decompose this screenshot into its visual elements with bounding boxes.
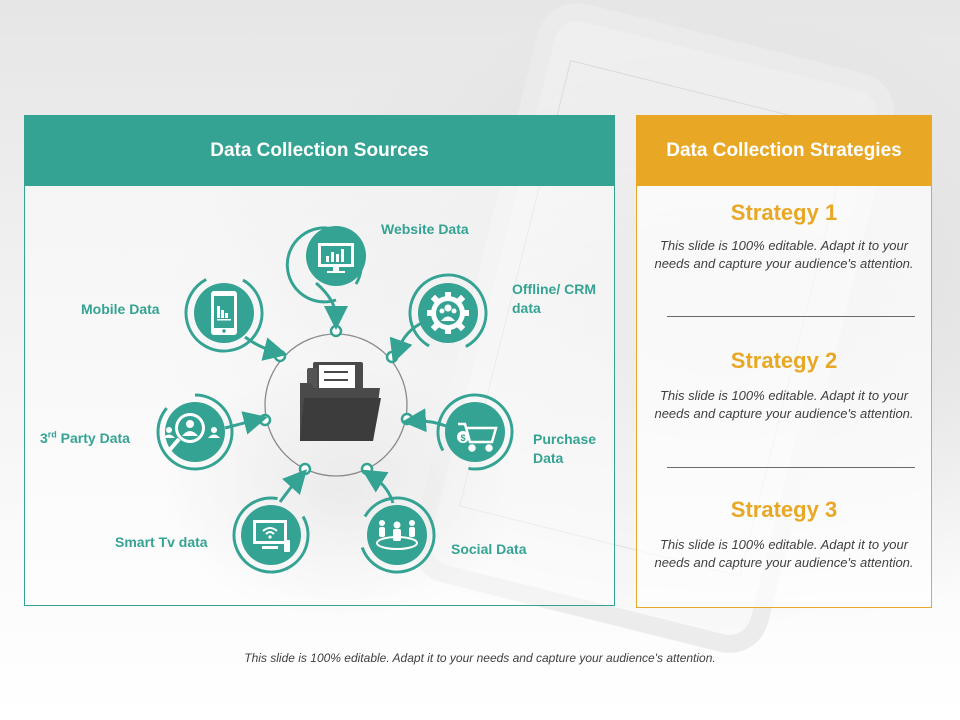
purchase-data-label-line1: Purchase	[533, 431, 597, 447]
strategy-1-text: This slide is 100% editable. Adapt it to…	[654, 238, 914, 271]
strategy-3-title: Strategy 3	[730, 497, 838, 522]
smart-tv-data-node	[232, 469, 310, 574]
shopping-cart-icon: $	[457, 422, 498, 452]
third-party-label-prefix: 3	[40, 430, 48, 446]
purchase-data-label-line2: Data	[533, 450, 564, 466]
social-data-label: Social Data	[451, 541, 527, 557]
strategy-2-text: This slide is 100% editable. Adapt it to…	[654, 388, 914, 421]
smart-tv-icon	[253, 520, 290, 552]
offline-crm-node	[389, 273, 488, 364]
footer-note: This slide is 100% editable. Adapt it to…	[244, 651, 716, 665]
strategies-panel: Data Collection Strategies Strategy 1 Th…	[636, 115, 932, 608]
monitor-chart-icon	[318, 243, 354, 273]
purchase-data-node: $	[402, 393, 514, 471]
strategy-1-title: Strategy 1	[730, 200, 838, 225]
folder-documents-icon	[300, 362, 381, 441]
mobile-data-node	[184, 273, 288, 361]
gear-people-icon	[427, 292, 469, 334]
social-network-icon	[376, 520, 418, 550]
offline-crm-label-line2: data	[512, 300, 541, 316]
third-party-label-sup: rd	[47, 429, 57, 440]
strategy-divider-1	[667, 316, 915, 317]
purchase-data-label: Purchase Data	[533, 430, 596, 468]
website-data-node	[285, 226, 366, 330]
sources-header: Data Collection Sources	[25, 116, 614, 186]
third-party-data-node	[156, 393, 268, 471]
magnifier-people-icon	[163, 413, 220, 454]
third-party-data-label: 3rd Party Data	[40, 429, 130, 448]
social-data-node	[358, 469, 436, 574]
strategy-2-title: Strategy 2	[730, 348, 838, 373]
mobile-chart-icon	[211, 291, 237, 335]
smart-tv-data-label: Smart Tv data	[115, 534, 208, 550]
strategy-3-text: This slide is 100% editable. Adapt it to…	[654, 537, 914, 570]
offline-crm-label-line1: Offline/ CRM	[512, 281, 596, 297]
website-data-label: Website Data	[381, 221, 469, 237]
strategy-divider-2	[667, 467, 915, 468]
mobile-data-label: Mobile Data	[81, 301, 160, 317]
svg-text:$: $	[460, 433, 465, 443]
sources-panel: Data Collection Sources	[24, 115, 615, 606]
offline-crm-label: Offline/ CRM data	[512, 280, 596, 318]
strategies-header: Data Collection Strategies	[637, 116, 931, 186]
third-party-label-text: Party Data	[56, 430, 130, 446]
